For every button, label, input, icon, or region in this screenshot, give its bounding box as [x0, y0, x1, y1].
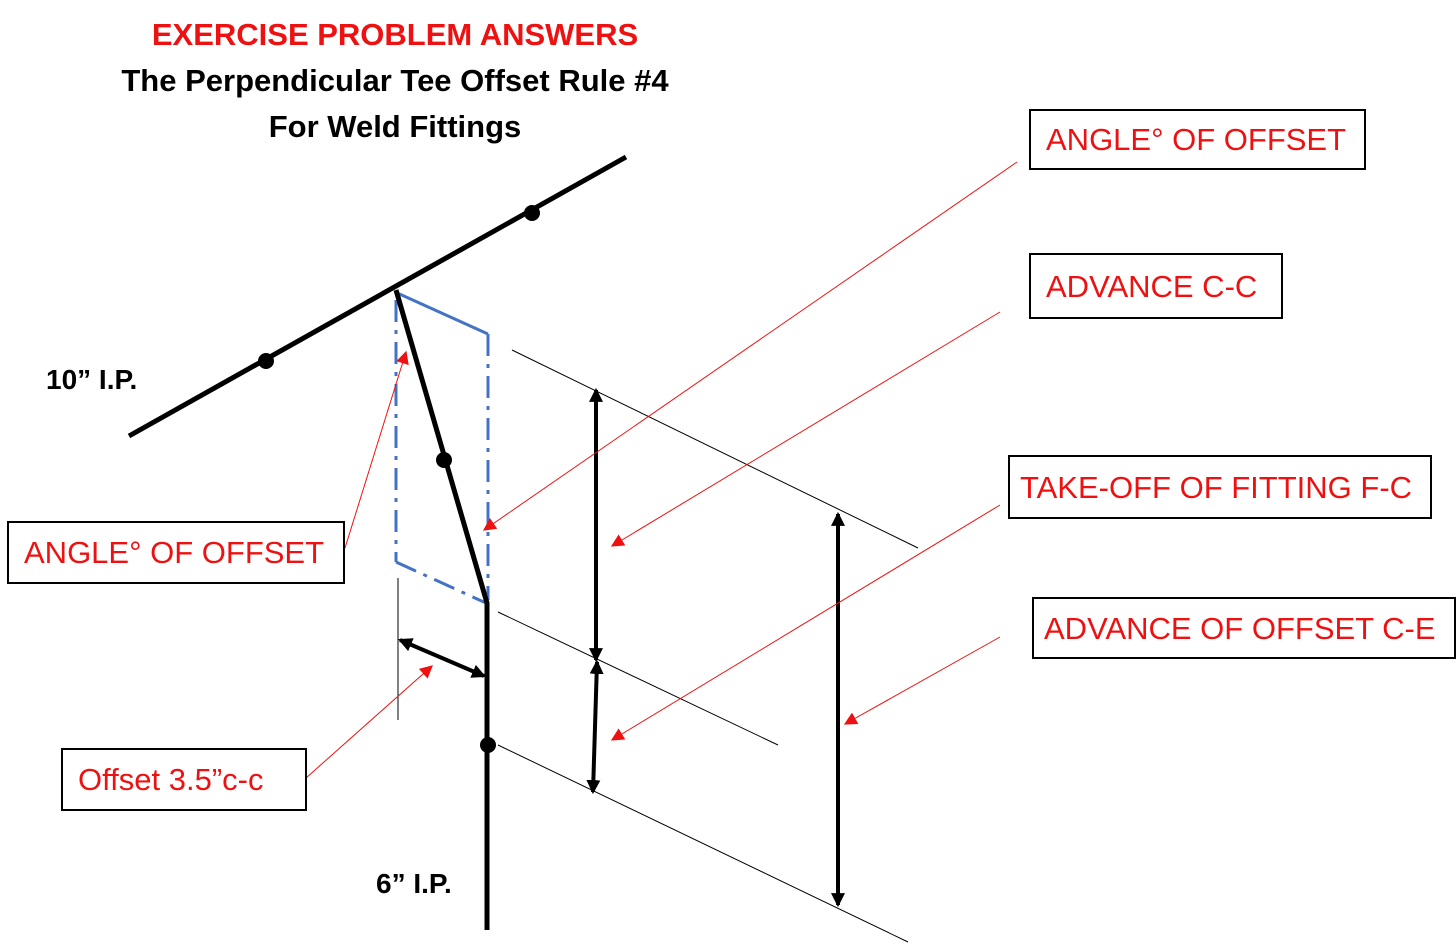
label-angle-of-offset-left: ANGLE° OF OFFSET [7, 521, 345, 584]
leader-angle-left [344, 350, 409, 549]
leader-angle-right [482, 161, 1018, 531]
leader-lines [305, 161, 1018, 779]
leader-takeoff [610, 504, 1001, 741]
label-advance-cc: ADVANCE C-C [1029, 253, 1283, 319]
title-exercise-answers: EXERCISE PROBLEM ANSWERS [151, 17, 639, 52]
dimension-arrows [398, 387, 845, 908]
label-takeoff-of-fitting: TAKE-OFF OF FITTING F-C [1008, 455, 1432, 519]
label-angle-of-offset-right: ANGLE° OF OFFSET [1029, 109, 1366, 170]
construction-lines [394, 290, 490, 605]
weld-dot [258, 353, 274, 369]
weld-points [258, 205, 540, 753]
title-weld-fittings: For Weld Fittings [268, 109, 522, 144]
branch-pipe-label: 6” I.P. [376, 868, 452, 899]
weld-dot [480, 737, 496, 753]
extension-line-bottom [497, 744, 909, 943]
weld-dot [524, 205, 540, 221]
extension-line-top [511, 349, 919, 549]
leader-offset [305, 665, 433, 779]
dimension-offset [398, 638, 486, 678]
leader-advance-cc [610, 311, 1001, 547]
main-pipe-label: 10” I.P. [46, 364, 138, 395]
branch-pipe-6in [393, 289, 490, 930]
construction-bottom-dashdot [395, 560, 487, 605]
main-pipe-10in [127, 154, 628, 439]
title-rule: The Perpendicular Tee Offset Rule #4 [121, 63, 669, 98]
weld-dot [436, 452, 452, 468]
construction-top-line [394, 290, 489, 336]
label-offset: Offset 3.5”c-c [61, 748, 307, 811]
pipes [127, 154, 628, 930]
leader-advance-offset [843, 636, 1001, 725]
extension-line-middle [497, 611, 779, 746]
label-advance-of-offset: ADVANCE OF OFFSET C-E [1032, 597, 1456, 659]
dimension-takeoff [586, 659, 604, 795]
